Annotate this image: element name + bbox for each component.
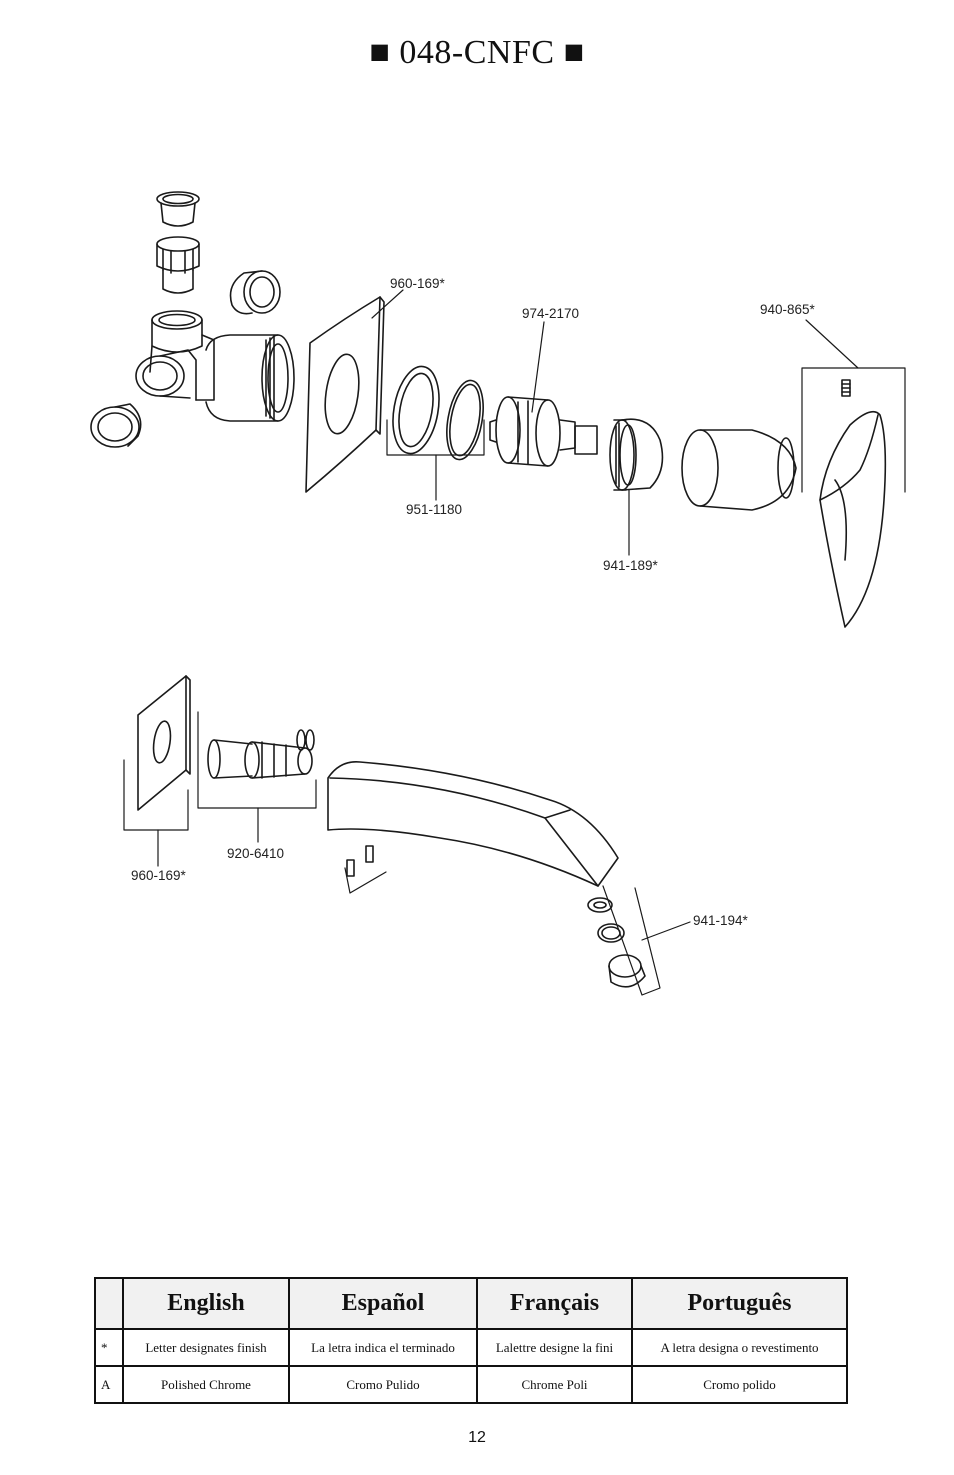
tub-spout-drawing xyxy=(327,761,619,894)
legend-header-row: English Español Français Português xyxy=(94,1277,848,1330)
legend-cell: Polished Chrome xyxy=(122,1365,290,1404)
legend-symbol: A xyxy=(94,1365,124,1404)
valve-body-drawing xyxy=(90,191,295,448)
table-row: A Polished Chrome Cromo Pulido Chrome Po… xyxy=(94,1365,848,1404)
legend-cell: A letra designa o revestimento xyxy=(631,1328,848,1367)
label-974-2170: 974-2170 xyxy=(522,306,579,321)
label-941-194: 941-194* xyxy=(693,913,749,928)
legend-header-francais: Français xyxy=(476,1277,633,1330)
label-960-169-bottom: 960-169* xyxy=(131,868,187,883)
seal-rings-drawing xyxy=(386,365,485,461)
legend-header-english: English xyxy=(122,1277,290,1330)
cartridge-drawing xyxy=(489,396,598,467)
diverter-drawing xyxy=(197,711,317,809)
label-960-169-top: 960-169* xyxy=(390,276,446,291)
label-951-1180: 951-1180 xyxy=(406,502,462,517)
legend-cell: La letra indica el terminado xyxy=(288,1328,478,1367)
legend-symbol: * xyxy=(94,1328,124,1367)
page-title: ■ 048-CNFC ■ xyxy=(369,34,585,71)
aerator-drawing xyxy=(587,885,661,996)
legend-cell: Chrome Poli xyxy=(476,1365,633,1404)
label-941-189: 941-189* xyxy=(603,558,659,573)
label-940-865: 940-865* xyxy=(760,302,816,317)
finish-legend-table: English Español Français Português * Let… xyxy=(94,1277,848,1404)
table-row: * Letter designates finish La letra indi… xyxy=(94,1328,848,1367)
spout-escutcheon-drawing xyxy=(123,675,191,831)
legend-cell: Cromo polido xyxy=(631,1365,848,1404)
legend-header-portugues: Português xyxy=(631,1277,848,1330)
legend-cell: Lalettre designe la fini xyxy=(476,1328,633,1367)
exploded-parts-diagram: 960-169* 974-2170 940-865* 951-1180 941-… xyxy=(90,191,906,996)
handle-escutcheon-drawing xyxy=(305,296,385,493)
legend-header-espanol: Español xyxy=(288,1277,478,1330)
legend-cell: Cromo Pulido xyxy=(288,1365,478,1404)
leader-lines xyxy=(157,289,859,941)
label-920-6410: 920-6410 xyxy=(227,846,284,861)
handle-sleeve-drawing xyxy=(681,429,797,511)
legend-cell: Letter designates finish xyxy=(122,1328,290,1367)
lever-handle-drawing xyxy=(801,367,906,628)
legend-header-blank xyxy=(94,1277,124,1330)
page-number: 12 xyxy=(468,1429,486,1446)
bonnet-nut-drawing xyxy=(609,418,664,491)
